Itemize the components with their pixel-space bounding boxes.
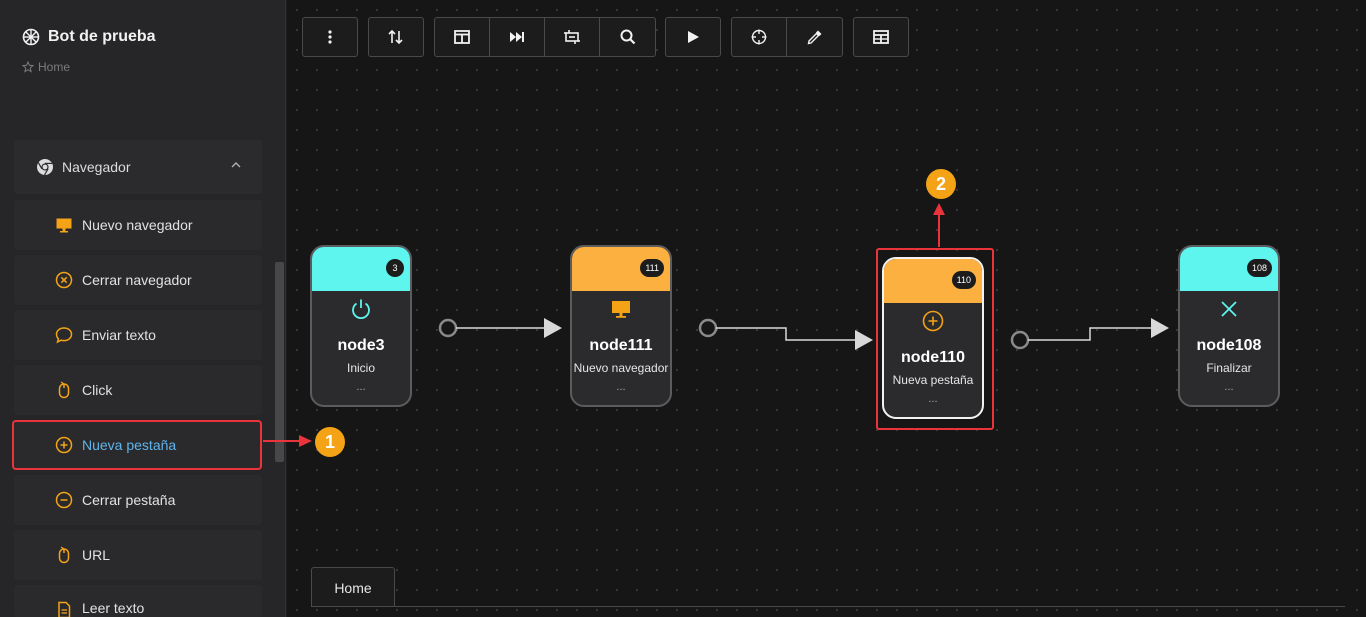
chat-bubble-icon [54,325,74,345]
search-button[interactable] [600,18,655,56]
sidebar-item-label: Click [82,382,113,398]
crosshair-icon [751,29,767,45]
circle-minus-icon [54,490,74,510]
breadcrumb-home: Home [38,60,71,74]
annotation-highlight-sidebar [12,420,262,470]
node-ellipsis: ... [616,381,626,393]
tab-bar-divider [311,606,1345,607]
eyedropper-button[interactable] [787,18,842,56]
node-header: 111 [572,247,670,291]
flow-node-node108[interactable]: 108 node108 Finalizar ... [1178,245,1280,407]
circle-plus-icon [54,435,74,455]
crosshair-button[interactable] [732,18,787,56]
sidebar-item-leer-texto[interactable]: Leer texto [14,585,262,617]
node-name: node3 [337,337,385,354]
node-header: 3 [312,247,410,291]
sidebar-group-navegador[interactable]: Navegador [14,140,262,194]
node-ellipsis: ... [1224,381,1234,393]
monitor-icon [572,297,670,321]
sidebar-item-nueva-pestana[interactable]: Nueva pestaña [14,420,262,470]
circle-plus-icon [884,309,982,333]
node-label: Nueva pestaña [892,373,974,387]
table-button[interactable] [853,17,909,57]
callout-badge-1: 1 [315,427,345,457]
document-icon [54,600,74,617]
sidebar-item-label: URL [82,547,111,563]
sidebar-item-click[interactable]: Click [14,365,262,415]
sidebar-scrollbar[interactable] [275,262,284,462]
sidebar: Bot de prueba Home Navegador Nuevo naveg… [0,0,286,617]
panel-button[interactable] [435,18,490,56]
breadcrumb[interactable]: Home [22,60,70,74]
chrome-icon [37,159,53,176]
sidebar-group-label: Navegador [62,159,131,175]
eyedropper-icon [807,30,821,45]
monitor-icon [54,215,74,235]
sidebar-item-cerrar-pestana[interactable]: Cerrar pestaña [14,475,262,525]
panel-icon [454,30,470,44]
tab-home[interactable]: Home [311,567,395,607]
node-name: node111 [589,337,653,354]
node-header: 108 [1180,247,1278,291]
wheel-icon [22,28,40,46]
flow-node-node3[interactable]: 3 node3 Inicio ... [310,245,412,407]
node-id-badge: 108 [1246,259,1272,277]
sidebar-item-label: Nuevo navegador [82,217,193,233]
play-button[interactable] [665,17,721,57]
sidebar-item-cerrar-navegador[interactable]: Cerrar navegador [14,255,262,305]
power-icon [312,297,410,321]
app-title: Bot de prueba [22,28,156,46]
node-id-badge: 3 [386,259,404,277]
transform-button[interactable] [545,18,600,56]
sidebar-item-label: Enviar texto [82,327,156,343]
sidebar-item-label: Leer texto [82,600,145,616]
chevron-up-icon[interactable] [230,160,242,170]
node-id-badge: 111 [640,259,664,277]
mouse-icon [54,380,74,400]
sidebar-item-label: Nueva pestaña [82,437,177,453]
node-label: Finalizar [1206,361,1252,375]
more-menu-button[interactable] [302,17,358,57]
node-ellipsis: ... [356,381,366,393]
skip-forward-button[interactable] [490,18,545,56]
star-icon [22,61,34,73]
tools-toolbar-group [731,17,843,57]
node-id-badge: 110 [951,271,976,289]
view-toolbar-group [434,17,656,57]
flow-node-node111[interactable]: 111 node111 Nuevo navegador ... [570,245,672,407]
sidebar-item-enviar-texto[interactable]: Enviar texto [14,310,262,360]
sidebar-item-label: Cerrar pestaña [82,492,176,508]
node-name: node108 [1196,337,1262,354]
annotation-highlight-node [876,248,994,430]
sort-icon [388,29,403,45]
circle-x-icon [54,270,74,290]
app-title-text: Bot de prueba [48,28,156,45]
transform-icon [564,30,580,44]
sort-button[interactable] [368,17,424,57]
flow-node-node110[interactable]: 110 node110 Nueva pestaña ... [882,257,984,419]
sidebar-item-url[interactable]: URL [14,530,262,580]
node-label: Nuevo navegador [573,361,669,375]
play-icon [688,31,699,43]
node-label: Inicio [346,361,375,375]
sidebar-item-label: Cerrar navegador [82,272,192,288]
callout-badge-2: 2 [926,169,956,199]
skip-forward-icon [510,32,524,42]
mouse-icon [54,545,74,565]
search-icon [620,29,635,45]
node-name: node110 [900,349,966,366]
node-ellipsis: ... [928,393,938,405]
more-vertical-icon [328,30,332,44]
x-icon [1180,297,1278,321]
table-icon [873,30,889,44]
sidebar-item-nuevo-navegador[interactable]: Nuevo navegador [14,200,262,250]
node-header: 110 [884,259,982,303]
